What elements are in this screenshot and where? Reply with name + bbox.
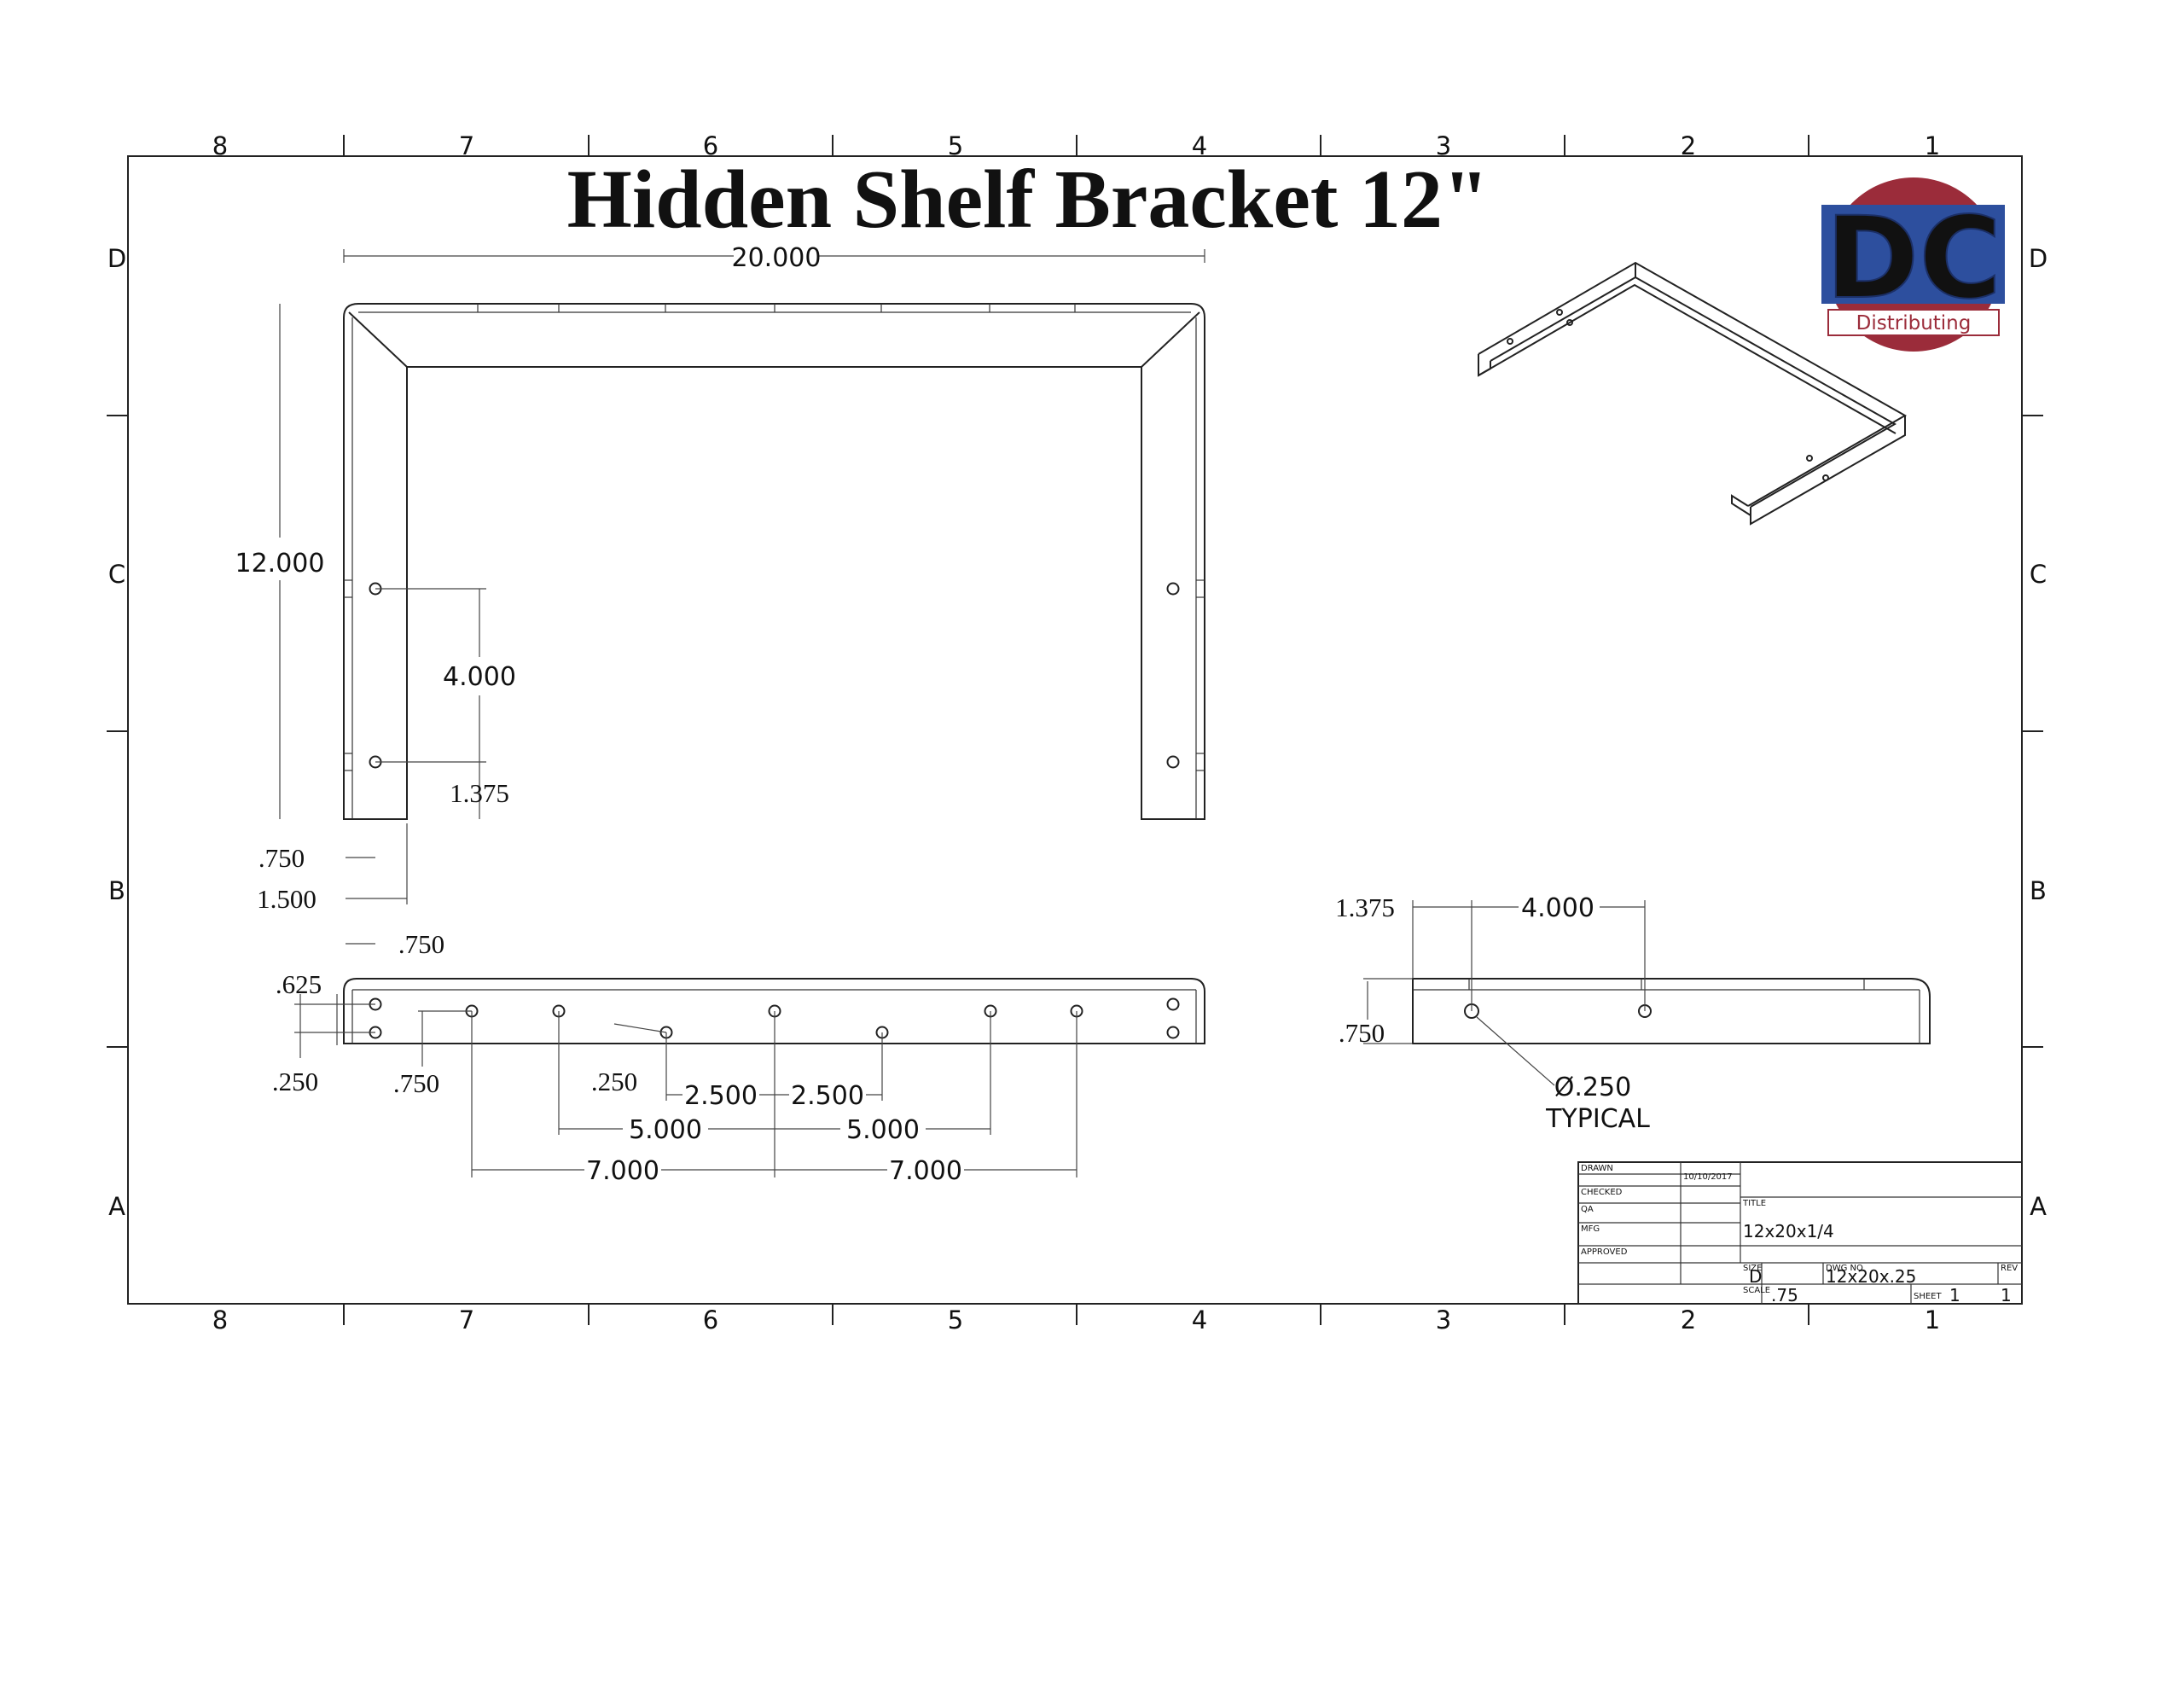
zone-col-top-4: 4 [1192,131,1207,160]
logo-caption: Distributing [1856,312,1972,334]
dim-front-hole-low: .250 [272,1067,318,1096]
side-view-dimension-lines [1363,900,1646,1086]
dim-hole-inset: .750 [398,929,444,959]
zone-col-bottom-4: 4 [1192,1305,1207,1334]
tb-mfg-label: MFG [1581,1224,1600,1234]
zone-ticks [107,135,2043,1325]
top-view-dimension-lines [279,249,1205,945]
dim-side-hole-offset: 1.375 [1335,893,1395,922]
tb-sheet-value: 1 [1949,1285,1960,1305]
tb-rev-label: REV [2001,1264,2018,1273]
zone-col-bottom-1: 1 [1925,1305,1940,1334]
zone-col-bottom-7: 7 [459,1305,474,1334]
tb-sheet-of: 1 [2001,1285,2012,1305]
zone-col-top-3: 3 [1436,131,1451,160]
zone-row-left-D: D [107,244,126,273]
front-view-dimension-lines [294,994,1077,1177]
tb-qa-label: QA [1581,1205,1594,1214]
side-view-outline [1412,978,1931,1044]
dim-hole-spacing: 4.000 [443,662,516,692]
tb-approved-label: APPROVED [1581,1247,1628,1257]
dim-side-flange: .750 [1339,1018,1385,1048]
hole [1166,582,1180,596]
dim-hole-from-bottom: 1.375 [450,778,509,808]
tb-date: 10/10/2017 [1683,1172,1733,1182]
zone-row-left-A: A [108,1192,125,1221]
tb-drawn-label: DRAWN [1581,1164,1613,1173]
dim-overall-height: 12.000 [235,549,325,579]
tb-size-label: SIZE [1743,1264,1762,1273]
dim-front-hole-center: .250 [591,1067,637,1096]
zone-col-top-1: 1 [1925,131,1940,160]
top-view [343,303,1205,820]
logo-letters: DC [1826,193,2001,324]
dim-front-height: .625 [276,969,322,999]
tb-title-label: TITLE [1742,1199,1766,1208]
hole [1166,997,1180,1011]
zone-col-top-5: 5 [948,131,963,160]
zone-col-bottom-2: 2 [1681,1305,1696,1334]
title-block: DRAWN CHECKED QA MFG APPROVED 10/10/2017… [1577,1161,2023,1305]
zone-row-right-D: D [2029,244,2048,273]
tb-scale-value: .75 [1771,1285,1798,1305]
zone-col-top-7: 7 [459,131,474,160]
top-view-outline [343,303,1205,820]
zone-col-bottom-3: 3 [1436,1305,1451,1334]
hole [1166,755,1180,769]
dim-leg-width: 1.500 [257,884,317,914]
zone-col-bottom-5: 5 [948,1305,963,1334]
zone-col-bottom-6: 6 [703,1305,718,1334]
zone-row-right-B: B [2030,876,2047,905]
dim-side-hole-diameter: Ø.250 [1554,1073,1631,1102]
tb-title-value: 12x20x1/4 [1743,1221,1834,1241]
tb-scale-label: SCALE [1743,1286,1770,1295]
side-view [1412,978,1931,1044]
dim-side-hole-spacing: 4.000 [1521,893,1594,923]
dim-side-note: TYPICAL [1545,1104,1650,1134]
company-logo: DC Distributing [1821,177,2005,352]
zone-col-top-8: 8 [212,131,228,160]
dim-overall-width: 20.000 [732,243,822,273]
tb-sheet-label: SHEET [1914,1292,1943,1301]
tb-dwg-value: 12x20x.25 [1826,1266,1916,1287]
zone-col-top-2: 2 [1681,131,1696,160]
tb-dwg-label: DWG NO [1826,1264,1863,1273]
zone-row-left-B: B [108,876,125,905]
zone-row-right-C: C [2030,560,2047,589]
dim-spacing-a-left: 2.500 [684,1081,758,1111]
dim-front-hole-left: .750 [393,1068,439,1098]
zone-row-left-C: C [108,560,125,589]
logo-letter-panel [1821,205,2005,304]
sheet-border [127,155,2023,1305]
front-view-outline [343,978,1205,1044]
isometric-view [1478,261,1908,526]
dim-spacing-b-right: 5.000 [846,1115,920,1145]
tb-checked-label: CHECKED [1581,1188,1623,1197]
dim-spacing-b-left: 5.000 [629,1115,702,1145]
hole [1166,1026,1180,1039]
drawing-title: Hidden Shelf Bracket 12" [567,154,1490,246]
dim-spacing-a-right: 2.500 [791,1081,864,1111]
logo-caption-box [1827,309,2000,336]
tb-size-value: D [1749,1266,1762,1287]
zone-col-bottom-8: 8 [212,1305,228,1334]
zone-row-right-A: A [2030,1192,2047,1221]
zone-col-top-6: 6 [703,131,718,160]
dim-flange-inner: .750 [258,843,305,873]
dim-spacing-c-right: 7.000 [889,1156,962,1186]
dim-spacing-c-left: 7.000 [586,1156,659,1186]
